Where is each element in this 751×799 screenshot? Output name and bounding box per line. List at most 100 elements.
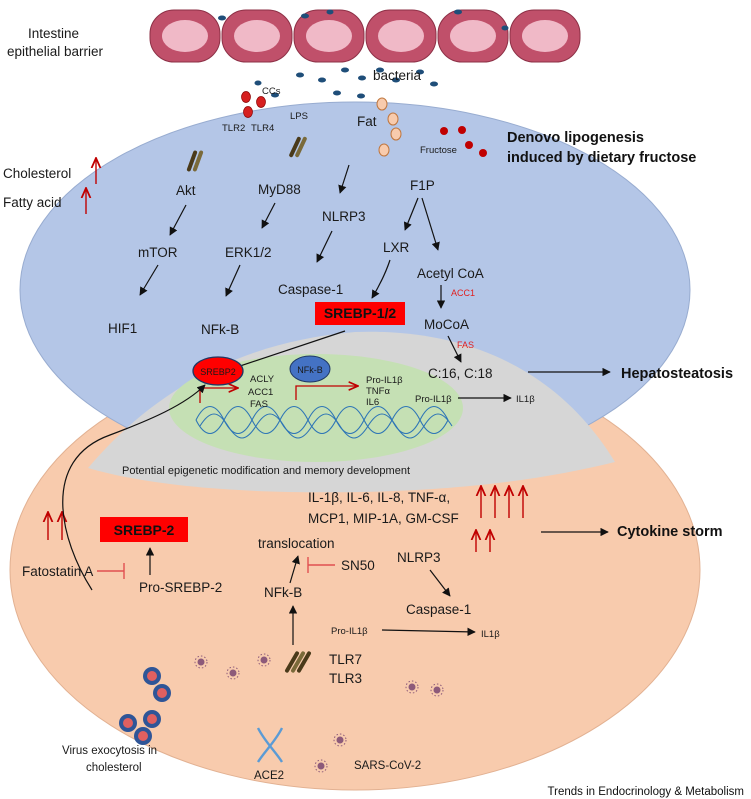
bacteria-cluster — [218, 9, 509, 99]
cytokine-increase-arrows — [48, 486, 523, 552]
epigenetic-label: Potential epigenetic modification and me… — [122, 465, 410, 477]
acetyl-coa-label: Acetyl CoA — [417, 266, 484, 281]
nfkb-nucleus-label: NFk-B — [297, 365, 323, 375]
srebp2-box — [100, 517, 188, 542]
srebp12-box — [315, 302, 405, 325]
inhibition-marks — [97, 557, 335, 579]
lps-label: LPS — [290, 111, 308, 122]
lower-pathway-arrows — [62, 384, 609, 645]
il1b-top-label: IL1β — [516, 394, 535, 405]
fatostatin-label: Fatostatin A — [22, 564, 93, 579]
translocation-label: translocation — [258, 536, 335, 551]
srebp2-nucleus-oval — [192, 356, 244, 386]
epithelial-cell — [365, 9, 437, 63]
acc1-gene-label: ACC1 — [248, 387, 273, 398]
fat-label: Fat — [357, 114, 377, 129]
virus-exocytosis-line2: cholesterol — [86, 762, 142, 774]
nfkb-nucleus-oval — [289, 355, 331, 383]
sars-label: SARS-CoV-2 — [354, 760, 421, 772]
epithelial-cell — [437, 9, 509, 63]
il1b-bottom-label: IL1β — [481, 629, 500, 640]
virus-particle — [430, 683, 444, 697]
tlr4-label: TLR4 — [251, 123, 274, 134]
vesicle — [143, 667, 161, 685]
nucleus-pro-il1b-label: Pro-IL1β — [366, 375, 403, 386]
virus-particle — [194, 655, 208, 669]
epithelial-barrier — [149, 9, 581, 63]
ccs-label: CCs — [262, 86, 281, 97]
virus-particles — [194, 653, 444, 773]
akt-label: Akt — [176, 183, 196, 198]
srebp2-nucleus-label: SREBP2 — [200, 367, 236, 377]
fas-enzyme-label: FAS — [457, 340, 474, 350]
f1p-label: F1P — [410, 178, 435, 193]
tlr7-tlr3-receptor-icon — [285, 651, 311, 673]
c16-c18-label: C:16, C:18 — [428, 366, 493, 381]
fat-droplets — [376, 97, 402, 157]
acly-gene-label: ACLY — [250, 374, 275, 385]
pro-il1b-bottom-label: Pro-IL1β — [331, 626, 368, 637]
nfkb-bottom-label: NFk-B — [264, 585, 302, 600]
srebp12-label: SREBP-1/2 — [324, 305, 397, 321]
caspase-top-label: Caspase-1 — [278, 282, 343, 297]
nfkb-top-label: NFk-B — [201, 322, 239, 337]
cell-compartments — [9, 101, 701, 791]
cytokines-line1: IL-1β, IL-6, IL-8, TNF-α, — [308, 490, 450, 505]
chromatin-region — [169, 354, 463, 462]
virus-exocytosis-line1: Virus exocytosis in — [62, 745, 157, 757]
ace2-receptor-icon — [256, 727, 284, 763]
hif1-label: HIF1 — [108, 321, 137, 336]
exocytosis-vesicles — [119, 667, 171, 745]
lxr-label: LXR — [383, 240, 410, 255]
bacteria-label: bacteria — [373, 68, 422, 83]
caspase-bottom-label: Caspase-1 — [406, 602, 471, 617]
virus-particle — [405, 680, 419, 694]
virus-particle — [257, 653, 271, 667]
myd88-label: MyD88 — [258, 182, 301, 197]
denovo-title-line2: induced by dietary fructose — [507, 150, 696, 166]
fatty-acid-label: Fatty acid — [3, 195, 62, 210]
dna-helix — [195, 405, 453, 439]
erk-label: ERK1/2 — [225, 245, 272, 260]
mocoa-label: MoCoA — [424, 317, 469, 332]
lps-receptor-icon — [289, 136, 307, 158]
denovo-title-line1: Denovo lipogenesis — [507, 130, 644, 146]
epithelial-cell — [293, 9, 365, 63]
cholesterol-label: Cholesterol — [3, 166, 71, 181]
vesicle — [153, 684, 171, 702]
ccs-particles — [241, 91, 266, 118]
nlrp3-top-label: NLRP3 — [322, 209, 366, 224]
cytokine-storm-label: Cytokine storm — [617, 524, 723, 540]
virus-particle — [314, 759, 328, 773]
epithelial-cell — [149, 9, 221, 63]
fas-gene-label: FAS — [250, 399, 268, 410]
barrier-label-line2: epithelial barrier — [7, 44, 104, 59]
fructose-molecules — [440, 126, 487, 157]
epithelial-cell — [509, 9, 581, 63]
hepatosteatosis-label: Hepatosteatosis — [621, 366, 733, 382]
tlr7-label: TLR7 — [329, 652, 362, 667]
nlrp3-bottom-label: NLRP3 — [397, 550, 441, 565]
acc1-enzyme-label: ACC1 — [451, 288, 475, 298]
pro-srebp2-label: Pro-SREBP-2 — [139, 580, 222, 595]
fructose-label: Fructose — [420, 145, 457, 156]
nucleus-il6-label: IL6 — [366, 397, 379, 408]
tlr2-receptor-icon — [186, 150, 204, 172]
vesicle — [134, 727, 152, 745]
virus-particle — [333, 733, 347, 747]
cytokines-line2: MCP1, MIP-1A, GM-CSF — [308, 511, 459, 526]
tlr2-label: TLR2 — [222, 123, 245, 134]
virus-particle — [226, 666, 240, 680]
nucleus-tnfa-label: TNFα — [366, 386, 390, 397]
mtor-label: mTOR — [138, 245, 178, 260]
ace2-label: ACE2 — [254, 770, 284, 782]
journal-credit: Trends in Endocrinology & Metabolism — [548, 786, 744, 798]
vesicle — [119, 714, 137, 732]
barrier-label-line1: Intestine — [28, 26, 79, 41]
epithelial-cell — [221, 9, 293, 63]
sn50-label: SN50 — [341, 558, 375, 573]
srebp2-box-label: SREBP-2 — [114, 522, 175, 538]
vesicle — [143, 710, 161, 728]
tlr3-label: TLR3 — [329, 671, 362, 686]
